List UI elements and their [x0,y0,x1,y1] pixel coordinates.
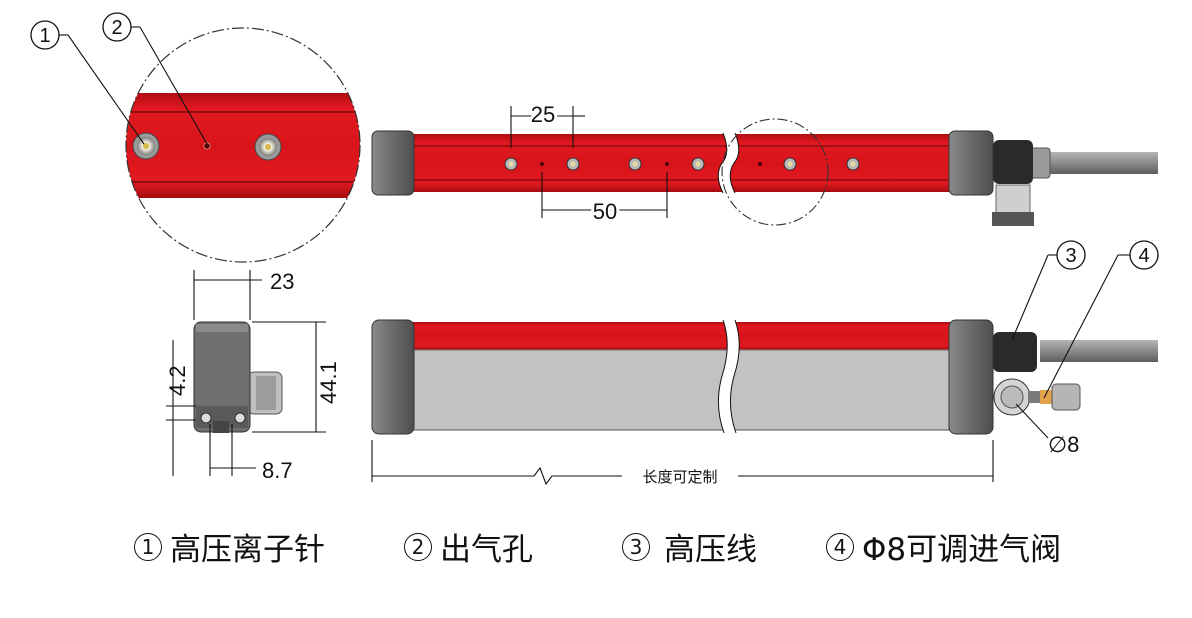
air-holes-top [540,162,762,166]
dim-inlet-diameter-label: ∅8 [1048,432,1079,457]
legend-item-air-hole: 2 出气孔 [404,524,533,569]
zoom-detail [125,27,361,263]
legend-label: Φ8可调进气阀 [862,532,1062,568]
callout-3: 3 [1011,240,1086,341]
legend-label: 高压离子针 [170,532,325,568]
legend-num: 1 [134,532,162,561]
legend-num: 2 [404,532,432,561]
ion-pin-1 [132,132,160,160]
dim-bottom-offset [209,424,256,476]
ion-pins-top [504,157,860,171]
air-inlet-valve [993,378,1081,416]
legend: 1 高压离子针 2 出气孔 3 高压线 4 Φ8可调进气阀 [0,524,1192,584]
ion-pin-2 [254,133,282,161]
legend-label: 出气孔 [440,532,533,568]
air-hole-zoom [203,142,211,150]
dim-height-label: 44.1 [316,361,341,404]
legend-num: 4 [826,532,854,561]
dim-bottom-offset-label: 8.7 [262,458,293,483]
dim-width [193,270,262,320]
svg-text:3: 3 [1065,245,1076,267]
dim-offset [166,340,196,476]
svg-text:2: 2 [111,17,122,39]
top-view-bar [371,118,1158,226]
legend-item-ion-pin: 1 高压离子针 [134,524,325,569]
legend-item-inlet-valve: 4 Φ8可调进气阀 [826,524,1061,569]
svg-text:4: 4 [1138,245,1149,267]
dim-air-hole-spacing-label: 50 [593,199,617,224]
dim-offset-label: 4.2 [165,365,190,396]
end-view [193,321,283,433]
diameter-leader [1015,403,1049,439]
svg-text:1: 1 [39,25,50,47]
dim-air-hole-spacing [541,172,668,218]
dim-hole-spacing [510,106,585,148]
dim-width-label: 23 [270,269,294,294]
legend-num: 3 [622,532,650,561]
legend-label: 高压线 [664,532,757,568]
callout-2: 2 [102,12,208,145]
dim-hole-spacing-label: 25 [531,102,555,127]
callout-4: 4 [1043,240,1159,399]
dim-length-label: 长度可定制 [642,468,717,486]
legend-item-hv-cable: 3 高压线 [622,524,757,569]
front-view-bar [371,319,1158,435]
callout-1: 1 [30,20,145,145]
dim-height [252,321,326,433]
dim-length [371,440,994,486]
